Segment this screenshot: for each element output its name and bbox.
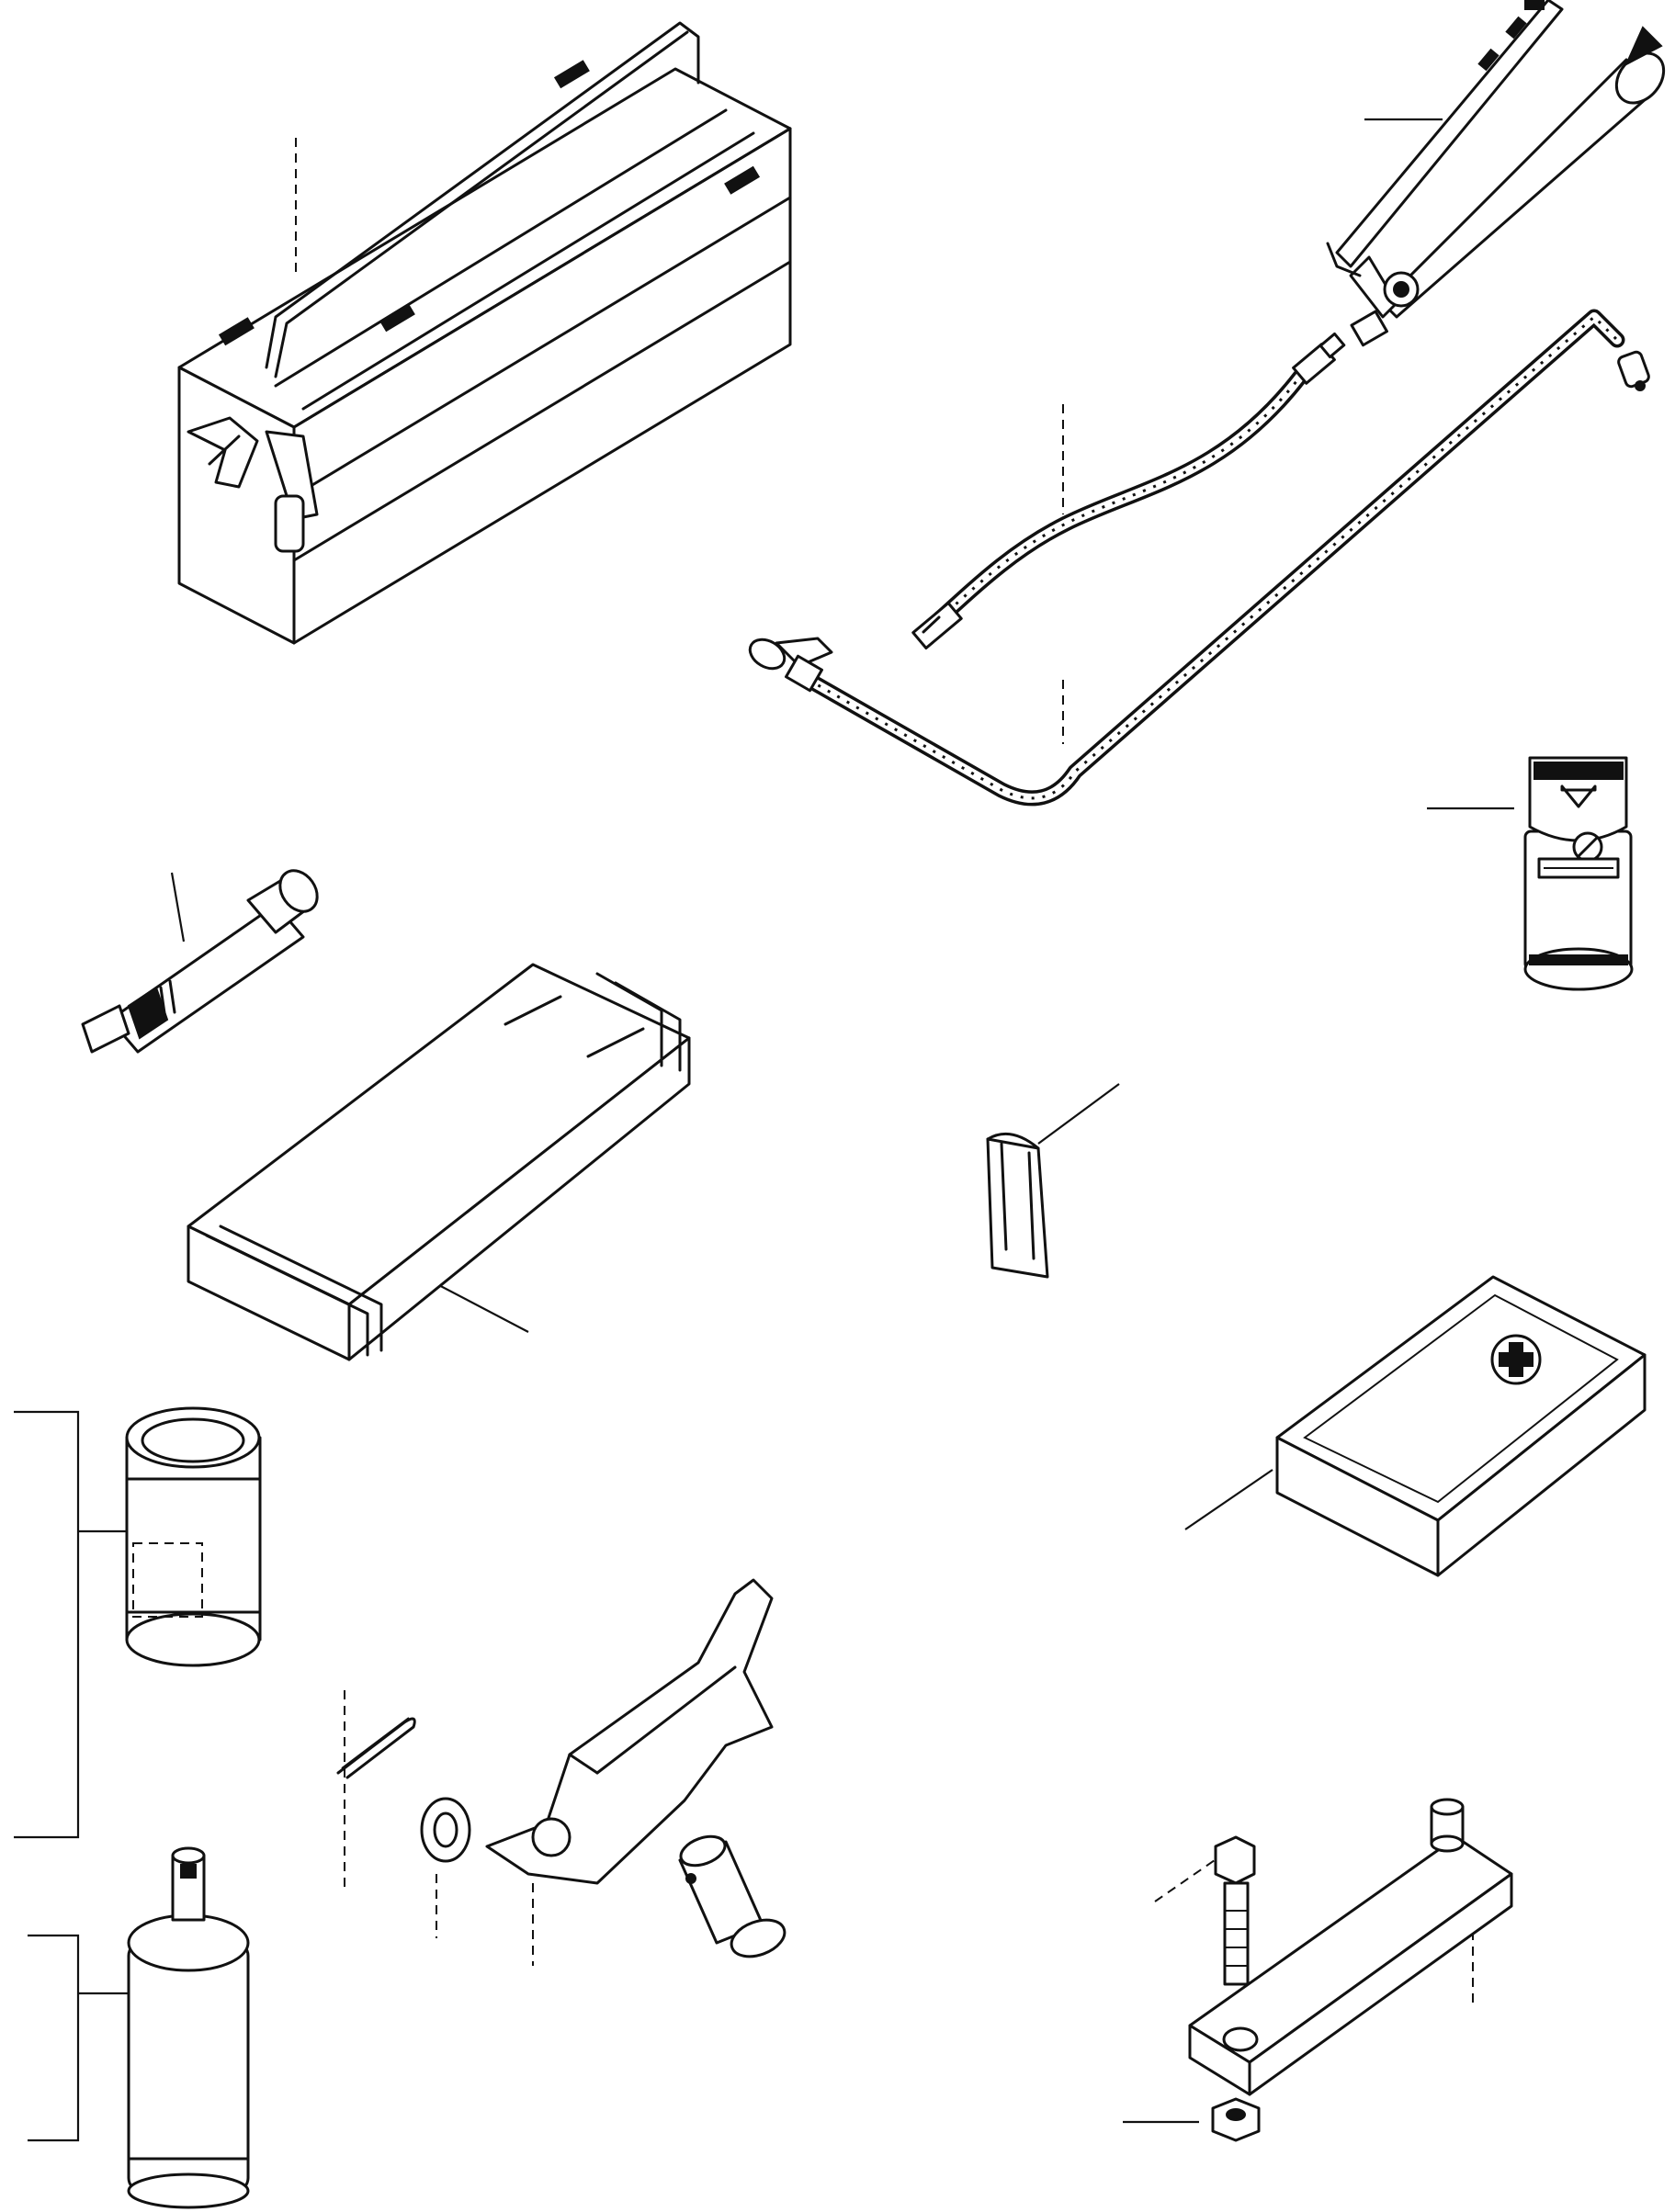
lever xyxy=(485,1578,774,1966)
bolt xyxy=(1154,1835,1256,1986)
filler-cap xyxy=(1427,756,1634,991)
nut xyxy=(1123,2097,1261,2142)
grease-cartridge xyxy=(14,1406,262,1839)
spring-clip xyxy=(986,1083,1120,1279)
split-pin xyxy=(336,1690,416,1892)
toolbox xyxy=(177,21,792,645)
fire-extinguisher xyxy=(28,1846,250,2209)
grease-gun xyxy=(1326,0,1666,347)
washer xyxy=(420,1797,471,1938)
screwdriver xyxy=(81,869,319,1054)
flexible-hose xyxy=(911,332,1346,649)
first-aid-kit xyxy=(1184,1275,1647,1577)
tool-pouch xyxy=(187,963,691,1361)
plate xyxy=(1188,1798,1513,2096)
pin xyxy=(678,1834,787,1958)
rigid-extension xyxy=(748,309,1650,807)
